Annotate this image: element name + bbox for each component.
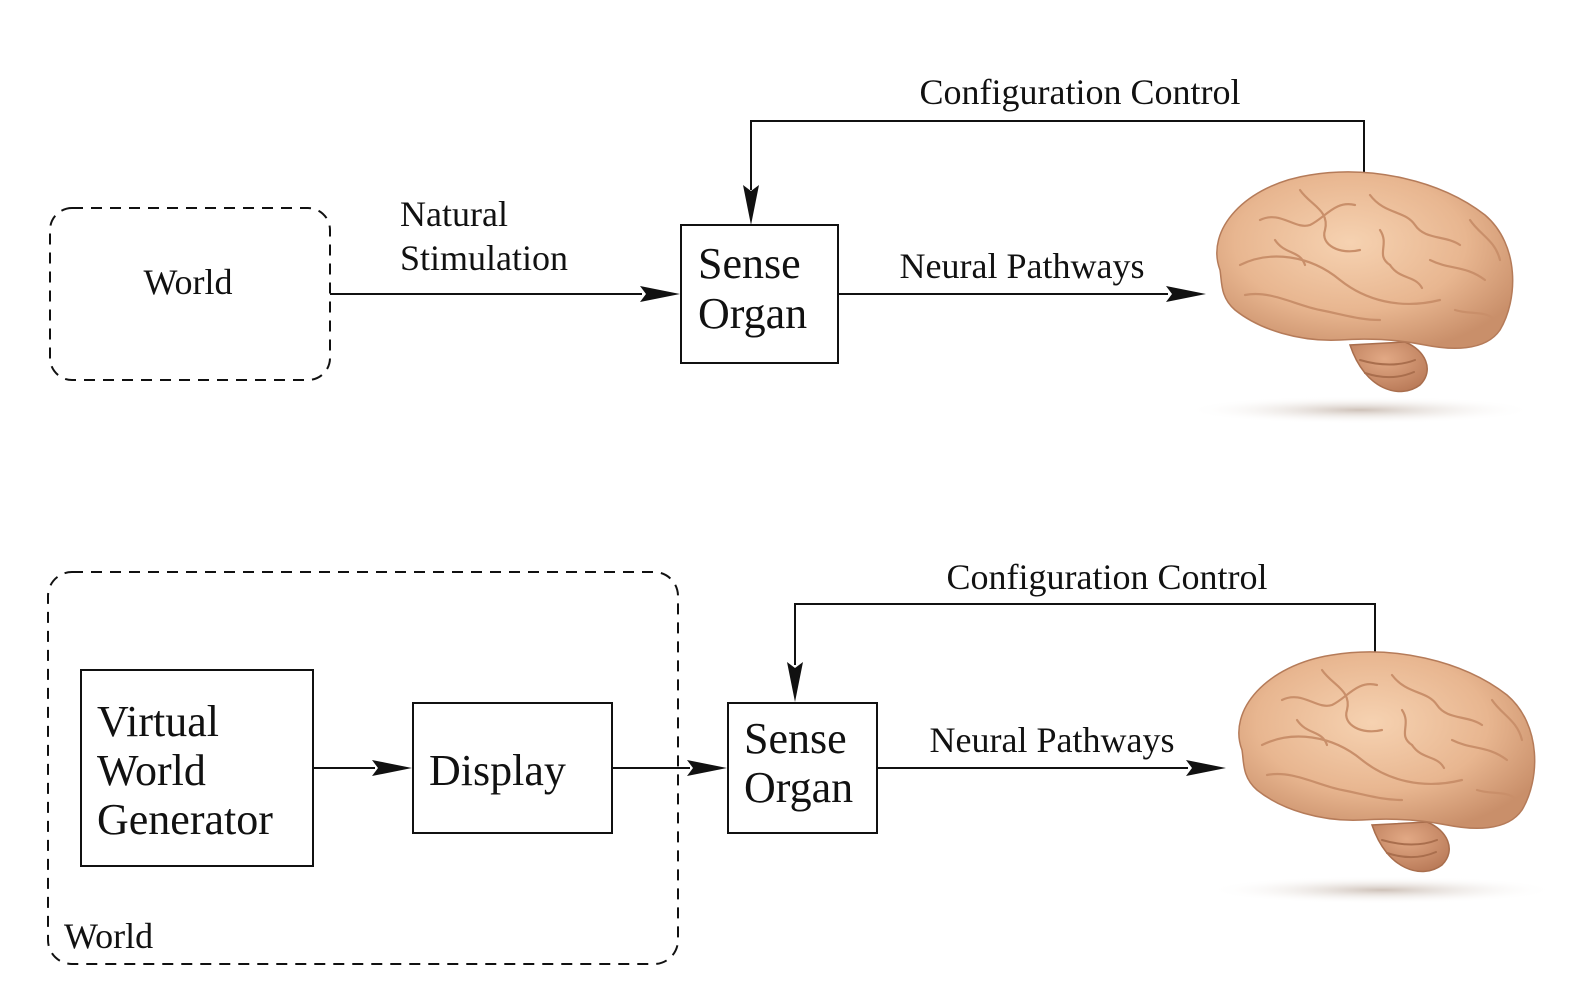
display-label: Display <box>429 746 566 795</box>
display-to-sense-arrowhead <box>687 760 727 776</box>
neural-pathways-label-bottom: Neural Pathways <box>930 720 1175 760</box>
configuration-control-label-top: Configuration Control <box>920 72 1241 112</box>
world-label-top: World <box>143 262 232 302</box>
neural-pathways-arrowhead-top <box>1166 286 1206 302</box>
configuration-control-arrowhead-bottom <box>787 662 803 702</box>
stimulation-arrowhead <box>640 286 680 302</box>
display-box <box>412 702 613 834</box>
world-label-bottom: World <box>64 916 153 956</box>
natural-stimulation-label-line2: Stimulation <box>400 238 568 278</box>
sense-organ-label-bottom-line2: Organ <box>744 763 853 812</box>
neural-pathways-label-top: Neural Pathways <box>900 246 1145 286</box>
bottom-diagram: World Virtual World Generator Display Se… <box>47 557 1559 965</box>
configuration-control-label-bottom: Configuration Control <box>947 557 1268 597</box>
configuration-control-arrow-bottom <box>794 603 1376 665</box>
virtual-world-generator-label-line1: Virtual <box>97 697 219 746</box>
configuration-control-arrow-top <box>750 120 1365 190</box>
neural-pathways-arrowhead-bottom <box>1186 760 1226 776</box>
natural-stimulation-label-line1: Natural <box>400 194 508 234</box>
world-region-bottom <box>47 571 679 965</box>
generator-to-display-arrowhead <box>372 760 412 776</box>
sense-organ-label-top-line2: Organ <box>698 289 807 338</box>
brain-icon <box>1183 170 1537 426</box>
top-diagram: World Natural Stimulation Sense Organ Ne… <box>49 72 1537 426</box>
world-region-top <box>49 207 331 381</box>
brain-icon <box>1205 650 1559 906</box>
virtual-world-generator-label-line2: World <box>97 746 206 795</box>
sense-organ-label-bottom-line1: Sense <box>744 714 847 763</box>
sense-organ-label-top-line1: Sense <box>698 239 801 288</box>
virtual-world-generator-label-line3: Generator <box>97 795 273 844</box>
configuration-control-arrowhead-top <box>743 185 759 225</box>
